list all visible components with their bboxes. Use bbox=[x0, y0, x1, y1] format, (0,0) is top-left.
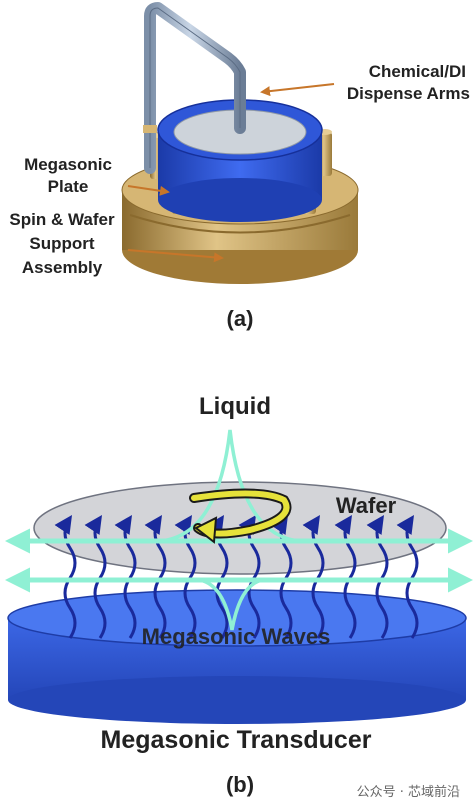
support-assembly-label-2: Support bbox=[29, 234, 94, 253]
megasonic-plate-label-2: Plate bbox=[48, 177, 89, 196]
megasonic-transducer-label: Megasonic Transducer bbox=[101, 726, 372, 754]
dispense-arms-label-2: Dispense Arms bbox=[347, 84, 470, 103]
megasonic-plate-label-1: Megasonic bbox=[24, 155, 112, 174]
panel-a-drawing bbox=[122, 8, 358, 284]
watermark: 公众号 · 芯域前沿 bbox=[357, 781, 460, 800]
support-assembly-label-1: Spin & Wafer bbox=[9, 210, 115, 229]
panel-a-label: (a) bbox=[227, 306, 254, 331]
dispense-arms-label-1: Chemical/DI bbox=[369, 62, 466, 81]
support-assembly-label-3: Assembly bbox=[22, 258, 103, 277]
liquid-label: Liquid bbox=[199, 393, 271, 420]
wafer-label: Wafer bbox=[336, 493, 397, 518]
panel-b-label: (b) bbox=[226, 772, 254, 797]
megasonic-waves-label: Megasonic Waves bbox=[142, 624, 331, 649]
panel-b-drawing bbox=[8, 430, 468, 724]
